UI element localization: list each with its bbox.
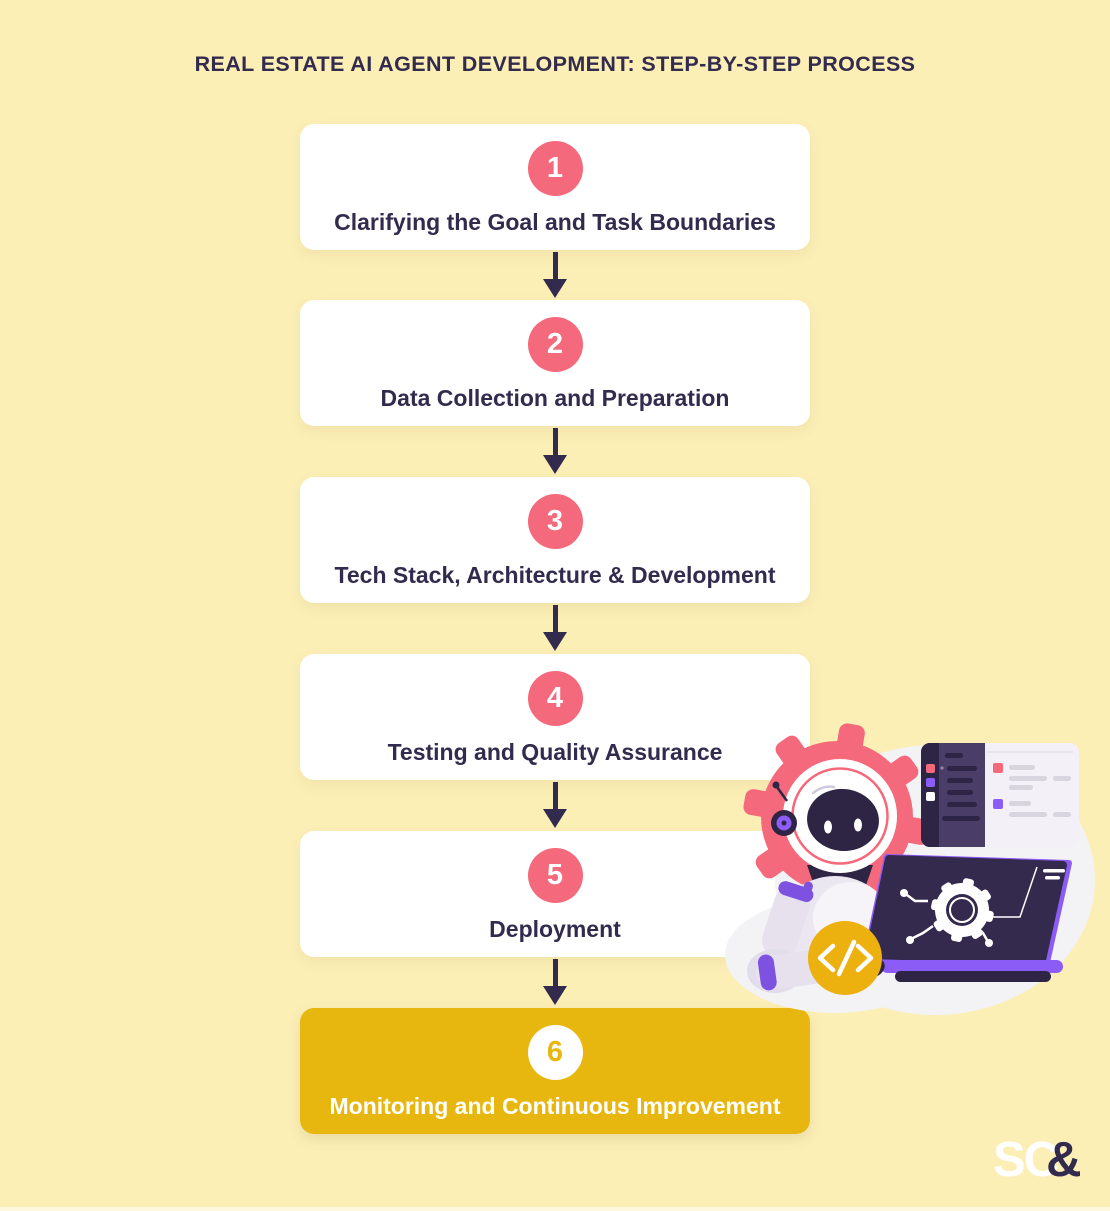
step-label: Deployment [489, 916, 621, 942]
flow-down-arrow-icon [543, 603, 567, 653]
step-number-badge: 3 [527, 494, 583, 549]
step-number-badge: 2 [527, 317, 583, 372]
step-card-5: 5 Deployment [300, 831, 810, 957]
arrow-stem [552, 428, 558, 456]
bottom-edge-strip [0, 1207, 1110, 1211]
arrow-head [543, 986, 567, 1005]
arrow-stem [552, 252, 558, 280]
logo-ampersand: & [1046, 1133, 1081, 1187]
step-number: 5 [546, 859, 564, 891]
step-card-1: 1 Clarifying the Goal and Task Boundarie… [300, 124, 810, 250]
flow-down-arrow-icon [543, 957, 567, 1007]
arrow-head [543, 279, 567, 298]
arrow-head [543, 632, 567, 651]
step-card-3: 3 Tech Stack, Architecture & Development [300, 477, 810, 603]
step-label: Monitoring and Continuous Improvement [329, 1093, 781, 1119]
arrow-head [543, 455, 567, 474]
logo-sc: SC [993, 1133, 1059, 1187]
step-number-badge: 1 [527, 141, 583, 196]
arrow-stem [552, 959, 558, 987]
flow-down-arrow-icon [543, 426, 567, 476]
step-number: 6 [546, 1036, 564, 1068]
step-number: 3 [546, 505, 564, 537]
step-number-badge: 6 [527, 1025, 583, 1080]
brand-logo: SC& [993, 1133, 1081, 1187]
step-number: 1 [546, 152, 564, 184]
step-card-6: 6 Monitoring and Continuous Improvement [300, 1008, 810, 1134]
code-editor-window-icon [921, 743, 1079, 847]
flow-down-arrow-icon [543, 780, 567, 830]
step-number-badge: 4 [527, 671, 583, 726]
step-number: 2 [546, 328, 564, 360]
arrow-head [543, 809, 567, 828]
arrow-stem [552, 782, 558, 810]
arrow-stem [552, 605, 558, 633]
laptop-icon [862, 854, 1072, 982]
step-label: Testing and Quality Assurance [387, 739, 723, 765]
flow-down-arrow-icon [543, 250, 567, 300]
step-card-2: 2 Data Collection and Preparation [300, 300, 810, 426]
robot-illustration [725, 723, 1095, 1015]
step-number-badge: 5 [527, 848, 583, 903]
step-label: Tech Stack, Architecture & Development [334, 562, 776, 588]
page-title: REAL ESTATE AI AGENT DEVELOPMENT: STEP-B… [194, 52, 916, 76]
step-number: 4 [546, 682, 564, 714]
step-label: Clarifying the Goal and Task Boundaries [334, 209, 776, 235]
circuit-gear-icon [900, 866, 1065, 947]
code-tag-icon [808, 921, 882, 995]
step-label: Data Collection and Preparation [380, 385, 730, 411]
step-card-4: 4 Testing and Quality Assurance [300, 654, 810, 780]
